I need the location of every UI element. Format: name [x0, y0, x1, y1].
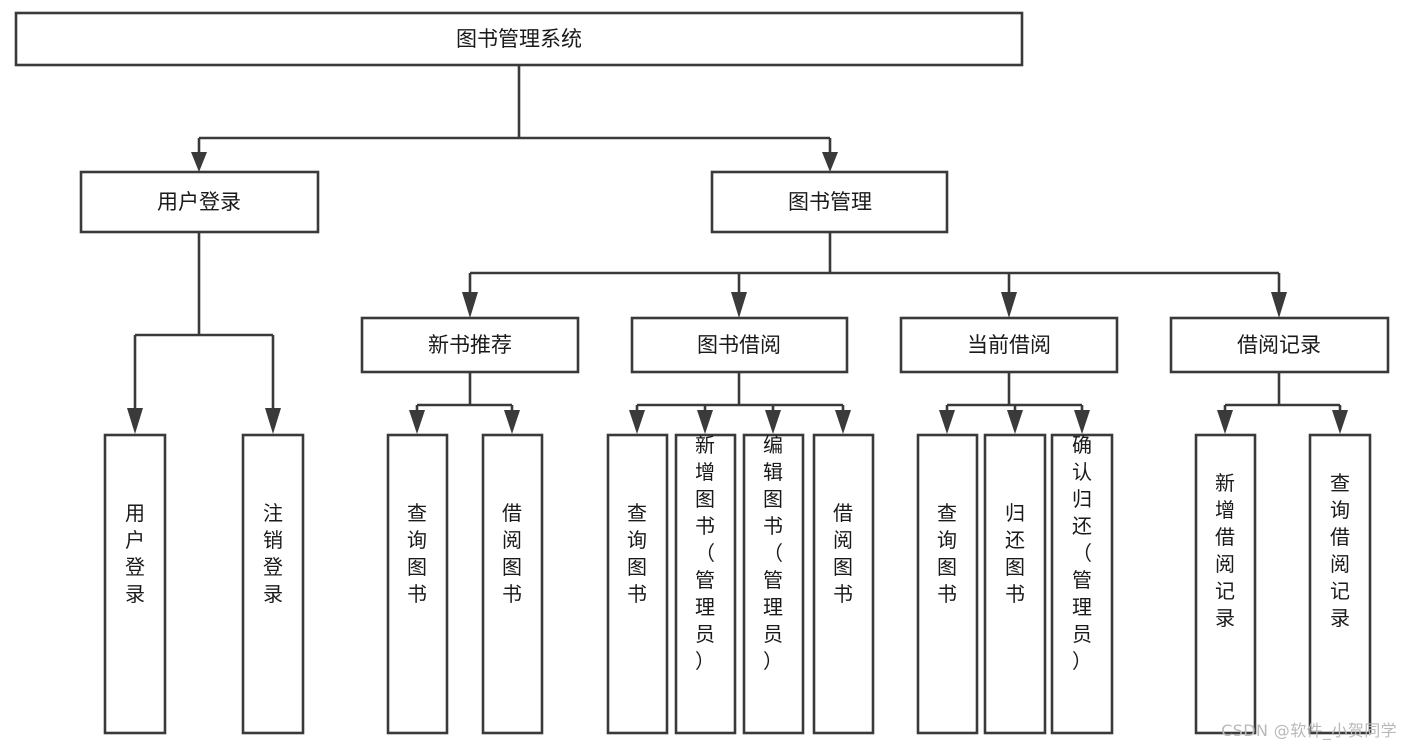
leaf-borrow-record-add-box[interactable]	[1194, 433, 1257, 735]
arrow-user-login-leaf-2	[265, 408, 281, 434]
leaf-new-book-query-box[interactable]	[386, 433, 449, 735]
leaf-borrow-record-query[interactable]: 查询借阅记录	[1308, 433, 1372, 735]
arrow-new-book-leaf-2	[504, 410, 520, 434]
node-book-management-box[interactable]	[710, 170, 949, 234]
leaf-user-login-signin-box[interactable]	[103, 433, 167, 735]
leaf-new-book-query-label: 查询图书	[407, 501, 427, 606]
leaf-book-borrow-query-label: 查询图书	[627, 501, 647, 606]
arrow-to-current-borrow	[1001, 292, 1017, 318]
arrow-root-to-book-mgmt	[822, 152, 838, 172]
leaf-user-login-signin-label: 用户登录	[125, 501, 145, 606]
leaf-current-borrow-return[interactable]: 归还图书	[983, 433, 1047, 735]
leaf-current-borrow-return-label: 归还图书	[1005, 501, 1025, 606]
arrow-borrow-record-leaf-2	[1332, 410, 1348, 434]
leaf-current-borrow-query-box[interactable]	[916, 433, 979, 735]
arrow-book-borrow-leaf-4	[835, 410, 851, 434]
node-new-book-recommend[interactable]: 新书推荐	[360, 316, 580, 374]
node-new-book-recommend-box[interactable]	[360, 316, 580, 374]
node-current-borrow-label: 当前借阅	[967, 333, 1051, 357]
leaf-borrow-record-add-label: 新增借阅记录	[1215, 471, 1235, 630]
arrow-to-new-book	[462, 292, 478, 318]
node-root-system[interactable]: 图书管理系统	[14, 11, 1024, 67]
node-user-login[interactable]: 用户登录	[79, 170, 320, 234]
node-borrow-record-label: 借阅记录	[1237, 333, 1321, 357]
leaf-book-borrow-edit-box[interactable]	[742, 433, 805, 735]
leaf-current-borrow-confirm-return[interactable]: 确认归还（管理员）	[1050, 433, 1114, 735]
node-book-management[interactable]: 图书管理	[710, 170, 949, 234]
leaf-book-borrow-add-label: 新增图书（管理员）	[695, 433, 715, 673]
arrow-user-login-leaf-1	[127, 408, 143, 434]
csdn-watermark: CSDN @软件_小贺同学	[1221, 721, 1397, 740]
leaf-user-login-signout[interactable]: 注销登录	[241, 433, 305, 735]
leaf-current-borrow-return-box[interactable]	[983, 433, 1047, 735]
node-new-book-recommend-label: 新书推荐	[428, 333, 512, 357]
node-book-borrow[interactable]: 图书借阅	[630, 316, 849, 374]
node-borrow-record-box[interactable]	[1169, 316, 1390, 374]
leaf-current-borrow-query[interactable]: 查询图书	[916, 433, 979, 735]
leaf-book-borrow-borrow[interactable]: 借阅图书	[812, 433, 875, 735]
leaf-book-borrow-query[interactable]: 查询图书	[606, 433, 669, 735]
arrow-book-borrow-leaf-2	[697, 410, 713, 434]
leaf-user-login-signout-box[interactable]	[241, 433, 305, 735]
node-root-system-box[interactable]	[14, 11, 1024, 67]
leaf-user-login-signout-label: 注销登录	[263, 501, 283, 606]
leaf-borrow-record-query-box[interactable]	[1308, 433, 1372, 735]
leaf-new-book-borrow[interactable]: 借阅图书	[481, 433, 544, 735]
node-current-borrow[interactable]: 当前借阅	[899, 316, 1119, 374]
arrow-current-borrow-leaf-3	[1074, 410, 1090, 434]
leaf-book-borrow-add-box[interactable]	[674, 433, 737, 735]
node-book-borrow-label: 图书借阅	[697, 333, 781, 357]
leaf-new-book-borrow-label: 借阅图书	[502, 501, 522, 606]
leaf-new-book-borrow-box[interactable]	[481, 433, 544, 735]
arrow-book-borrow-leaf-3	[765, 410, 781, 434]
node-user-login-box[interactable]	[79, 170, 320, 234]
leaf-borrow-record-add[interactable]: 新增借阅记录	[1194, 433, 1257, 735]
node-borrow-record[interactable]: 借阅记录	[1169, 316, 1390, 374]
node-current-borrow-box[interactable]	[899, 316, 1119, 374]
leaf-borrow-record-query-label: 查询借阅记录	[1330, 471, 1350, 630]
node-book-management-label: 图书管理	[788, 190, 872, 214]
arrow-current-borrow-leaf-2	[1007, 410, 1023, 434]
leaf-book-borrow-edit-label: 编辑图书（管理员）	[763, 433, 783, 673]
leaf-book-borrow-borrow-label: 借阅图书	[833, 501, 853, 606]
arrow-current-borrow-leaf-1	[939, 410, 955, 434]
arrow-borrow-record-leaf-1	[1217, 410, 1233, 434]
leaf-current-borrow-confirm-return-box[interactable]	[1050, 433, 1114, 735]
leaf-book-borrow-edit[interactable]: 编辑图书（管理员）	[742, 433, 805, 735]
leaf-book-borrow-borrow-box[interactable]	[812, 433, 875, 735]
arrow-root-to-user-login	[191, 152, 207, 172]
leaf-new-book-query[interactable]: 查询图书	[386, 433, 449, 735]
node-user-login-label: 用户登录	[157, 190, 241, 214]
arrow-to-borrow-record	[1271, 292, 1287, 318]
leaf-current-borrow-query-label: 查询图书	[937, 501, 957, 606]
leaf-user-login-signin[interactable]: 用户登录	[103, 433, 167, 735]
node-book-borrow-box[interactable]	[630, 316, 849, 374]
arrow-to-book-borrow	[731, 292, 747, 318]
connector-layer	[127, 66, 1348, 434]
leaf-book-borrow-query-box[interactable]	[606, 433, 669, 735]
leaf-book-borrow-add[interactable]: 新增图书（管理员）	[674, 433, 737, 735]
leaf-current-borrow-confirm-return-label: 确认归还（管理员）	[1072, 433, 1092, 673]
arrow-book-borrow-leaf-1	[629, 410, 645, 434]
node-root-system-label: 图书管理系统	[456, 27, 582, 51]
arrow-new-book-leaf-1	[409, 410, 425, 434]
